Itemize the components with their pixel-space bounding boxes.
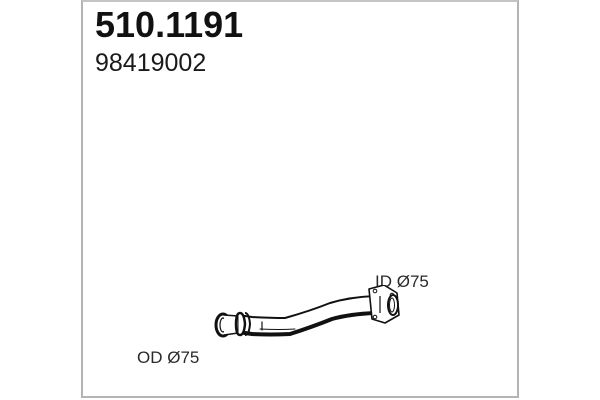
inner-diameter-label: ID Ø75 <box>375 272 429 291</box>
outer-diameter-label: OD Ø75 <box>137 348 200 367</box>
clamp-ring <box>234 311 252 337</box>
outlet-flare <box>214 312 239 338</box>
drawing-frame <box>81 0 519 398</box>
part-number: 510.1191 <box>95 4 244 45</box>
reference-number: 98419002 <box>95 49 207 77</box>
exhaust-pipe-drawing <box>214 285 400 338</box>
inlet-flange <box>368 285 400 324</box>
